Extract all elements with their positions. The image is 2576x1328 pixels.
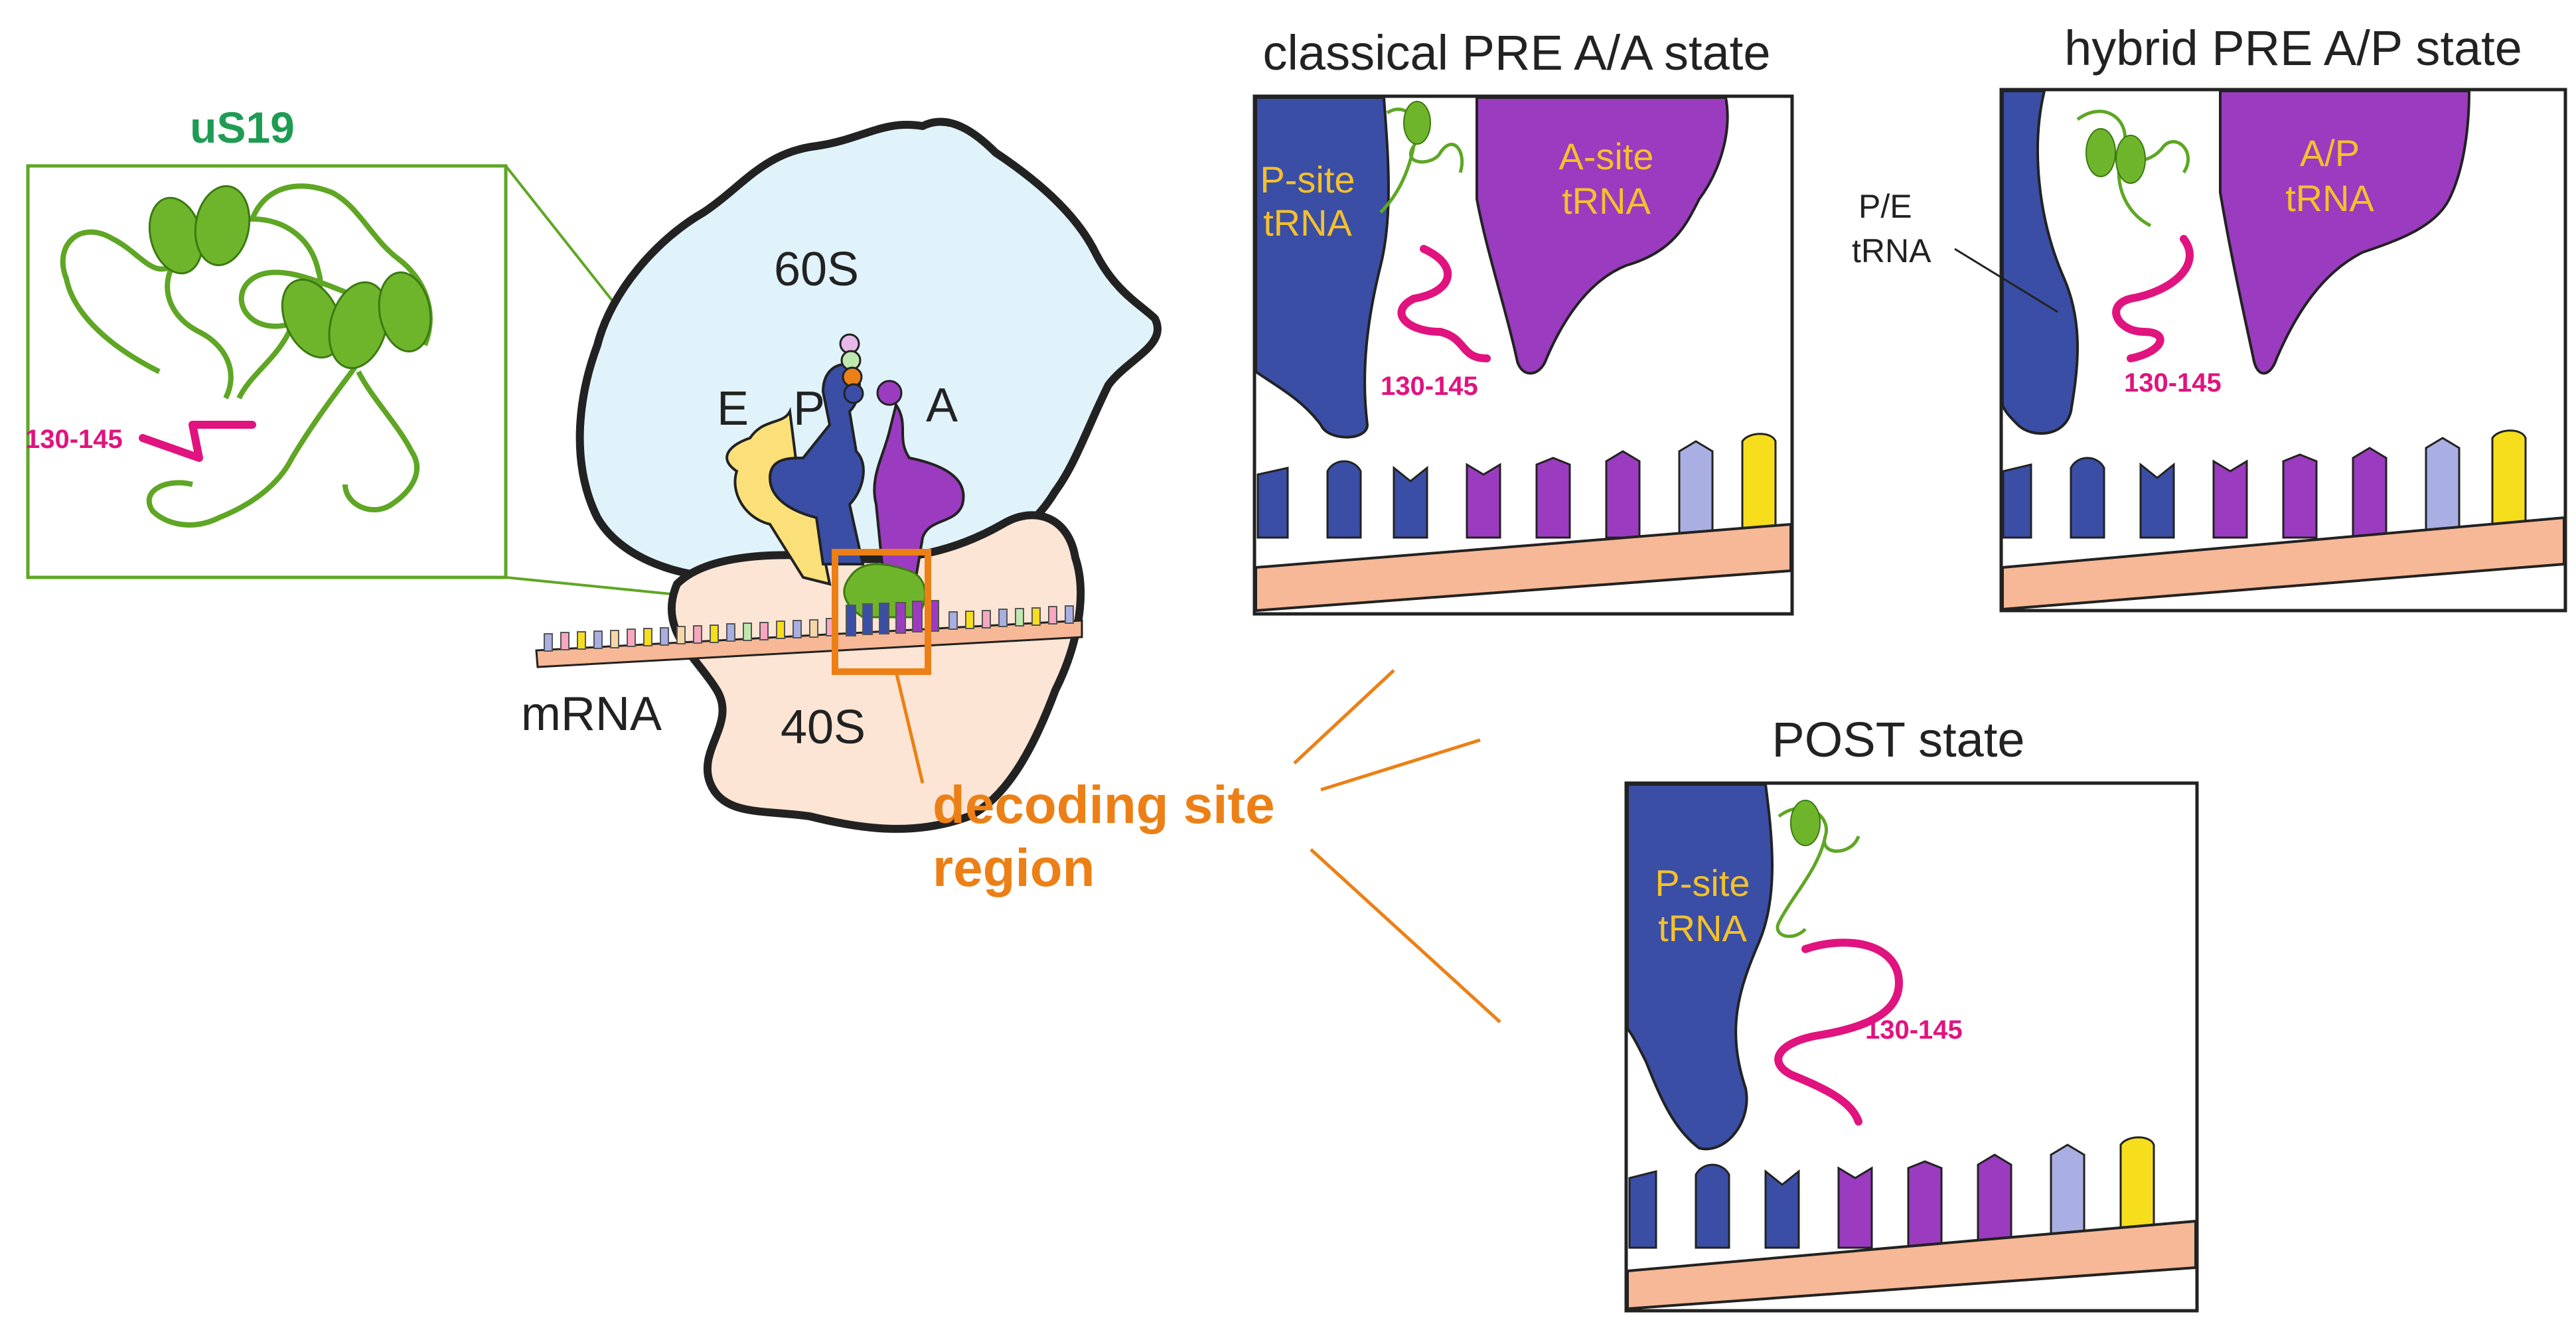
a-site-trna-ribosome — [873, 402, 965, 579]
protein-backbone — [60, 183, 433, 528]
classical-a-trna — [1476, 96, 1729, 375]
inset-frame — [26, 164, 508, 579]
us19-inset: uS19 130-145 — [25, 103, 838, 612]
classical-a-label-2: tRNA — [1562, 180, 1651, 222]
ribosome-schematic: 60S 40S E P A — [521, 117, 1501, 1023]
hybrid-mrna — [2001, 516, 2565, 611]
title-classical: classical PRE A/A state — [1262, 25, 1770, 80]
classical-helix — [1403, 101, 1431, 145]
dot-purple — [876, 380, 903, 406]
post-codons — [1628, 1136, 2155, 1249]
fan-line-hybrid — [1320, 738, 1481, 792]
panel-post: POST state P-site tRNA 130-145 — [1624, 712, 2199, 1313]
ribosome-mrna — [535, 600, 1083, 668]
classical-p-label-1: P-site — [1260, 159, 1355, 200]
label-e-site: E — [717, 382, 749, 435]
classical-a-label-1: A-site — [1558, 135, 1653, 177]
inset-loop-label: 130-145 — [25, 425, 123, 454]
post-p-trna — [1626, 783, 1774, 1151]
hybrid-ap-trna — [2219, 90, 2471, 375]
protein-helices — [148, 185, 432, 370]
label-a-site: A — [926, 379, 958, 432]
decoding-site-label-line1: decoding site — [933, 775, 1275, 834]
hybrid-loop — [2112, 235, 2194, 362]
hybrid-pe-pointer — [1954, 248, 2058, 313]
hybrid-helix-2 — [2115, 135, 2146, 184]
us19-title: uS19 — [190, 103, 295, 152]
hybrid-helix-1 — [2085, 128, 2116, 177]
classical-codons — [1256, 433, 1777, 539]
post-p-label-2: tRNA — [1658, 907, 1747, 949]
decoding-pointer-line — [894, 671, 925, 784]
post-helix — [1790, 800, 1821, 846]
hybrid-ap-label-2: tRNA — [2285, 177, 2374, 219]
fan-line-post — [1310, 848, 1501, 1023]
large-subunit-60s — [575, 117, 1162, 583]
hybrid-pe-trna — [2001, 90, 2079, 435]
post-p-label-1: P-site — [1655, 862, 1750, 904]
panel-hybrid: hybrid PRE A/P state P/E tRNA A/P tRNA 1… — [1852, 21, 2567, 613]
label-60s: 60S — [774, 243, 859, 296]
classical-loop-label: 130-145 — [1381, 372, 1478, 401]
post-loop-label: 130-145 — [1865, 1015, 1963, 1045]
dot-blue — [843, 383, 864, 404]
title-post: POST state — [1772, 712, 2024, 767]
label-mrna: mRNA — [521, 688, 662, 741]
hybrid-pe-label-1: P/E — [1858, 188, 1912, 225]
label-p-site: P — [793, 382, 825, 435]
fan-line-classical — [1293, 669, 1395, 765]
classical-mrna — [1254, 522, 1792, 613]
classical-loop — [1397, 245, 1491, 362]
p-site-trna-ribosome — [768, 363, 865, 565]
hybrid-ap-label-1: A/P — [2300, 132, 2360, 174]
decoding-site-box — [832, 549, 931, 675]
label-40s: 40S — [781, 701, 866, 754]
hybrid-pe-label-2: tRNA — [1852, 232, 1932, 269]
decoding-site-label-line2: region — [933, 838, 1095, 897]
title-hybrid: hybrid PRE A/P state — [2064, 21, 2522, 76]
post-loop — [1774, 938, 1903, 1126]
hybrid-codons — [2002, 429, 2527, 539]
classical-p-trna — [1254, 96, 1390, 439]
hybrid-loop-label: 130-145 — [2124, 368, 2222, 398]
classical-p-label-2: tRNA — [1263, 202, 1352, 244]
panel-classical: classical PRE A/A state P-site tRNA A-si… — [1252, 25, 1794, 616]
inset-loop-130-145 — [139, 421, 256, 462]
post-mrna — [1626, 1219, 2197, 1311]
